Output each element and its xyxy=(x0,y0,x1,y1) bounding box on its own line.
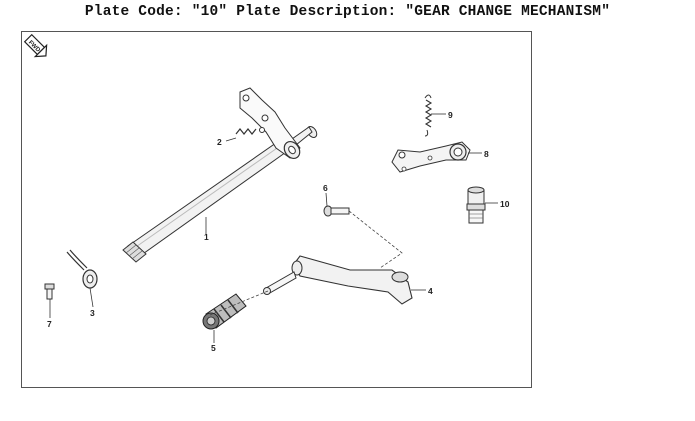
shift-pedal[interactable] xyxy=(263,255,413,305)
callout-8: 8 xyxy=(484,149,489,159)
assembly-guide-lines xyxy=(209,210,403,316)
callout-9: 9 xyxy=(448,110,453,120)
pedal-rubber[interactable] xyxy=(202,293,247,330)
callout-3: 3 xyxy=(90,308,95,318)
stopper-arm[interactable] xyxy=(391,141,471,173)
callout-2: 2 xyxy=(217,137,222,147)
callout-10: 10 xyxy=(500,199,510,209)
callout-1: 1 xyxy=(204,232,209,242)
plate-title: Plate Code: "10" Plate Description: "GEA… xyxy=(0,4,695,20)
callout-7: 7 xyxy=(47,319,52,329)
callout-5: 5 xyxy=(211,343,216,353)
plate-description-label: Plate Description: xyxy=(236,4,397,20)
diagram-frame xyxy=(21,31,532,388)
leader-lines xyxy=(49,113,498,343)
plate-code: "10" xyxy=(191,4,228,20)
stopper-spring[interactable] xyxy=(424,94,433,137)
callout-6: 6 xyxy=(323,183,328,193)
shaft-collar-spring[interactable] xyxy=(66,249,98,289)
gear-shift-shaft[interactable] xyxy=(122,87,319,263)
small-bolt[interactable] xyxy=(44,283,55,300)
plug-bolt[interactable] xyxy=(466,186,486,224)
callout-labels: 1 2 3 4 5 6 7 8 9 10 xyxy=(47,110,510,353)
callout-4: 4 xyxy=(428,286,433,296)
plate-description: "GEAR CHANGE MECHANISM" xyxy=(405,4,611,20)
plate-code-label: Plate Code: xyxy=(84,4,183,20)
pedal-bolt[interactable] xyxy=(323,205,350,217)
return-spring-small[interactable] xyxy=(235,128,257,135)
fwd-arrow-icon: FWD xyxy=(23,33,48,58)
